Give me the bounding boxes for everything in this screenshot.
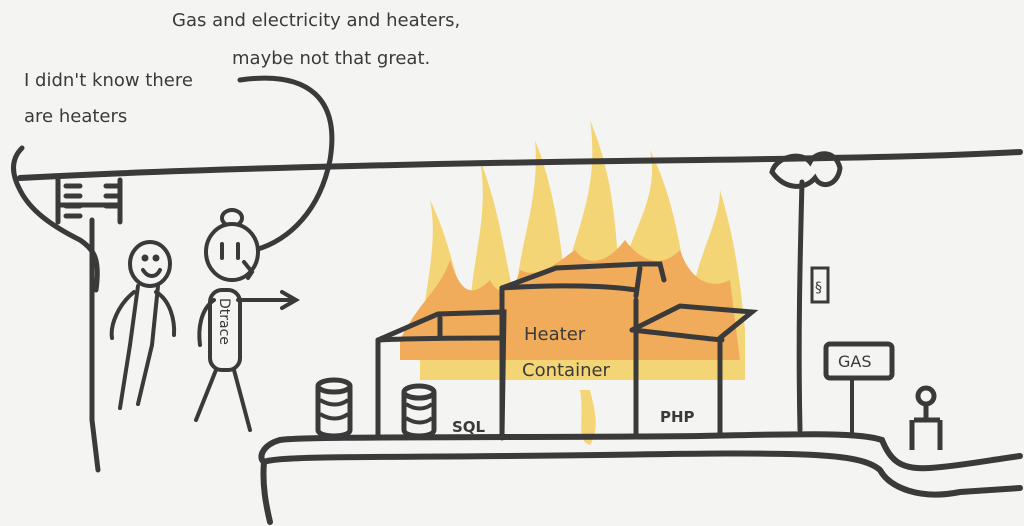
heater-label-line-1: Heater <box>524 324 586 345</box>
heater-container-box <box>499 261 667 441</box>
left-outlet <box>55 177 123 473</box>
database-icon-1 <box>315 377 353 439</box>
gas-sign <box>823 341 895 436</box>
flames <box>400 120 745 445</box>
php-box <box>629 303 759 439</box>
ground-pipe <box>258 431 1023 525</box>
speech-tail <box>237 75 335 253</box>
speech-line-2: maybe not that great. <box>232 48 430 69</box>
right-outlet: § <box>769 151 843 433</box>
stick-figure-left <box>109 240 177 410</box>
ceiling-pipe <box>17 149 1023 181</box>
stick-figure-dtrace <box>194 208 301 432</box>
thought-line-2: are heaters <box>24 106 127 127</box>
thought-line-1: I didn't know there <box>24 70 193 91</box>
database-icon-2 <box>401 383 437 439</box>
svg-text:§: § <box>815 280 822 296</box>
gas-sign-label: GAS <box>838 352 872 371</box>
gas-valve-icon <box>909 385 943 450</box>
sql-label: SQL <box>452 418 486 436</box>
php-label: PHP <box>660 408 695 426</box>
heater-label-line-2: Container <box>522 360 611 381</box>
speech-line-1: Gas and electricity and heaters, <box>172 10 460 31</box>
shirt-label: Dtrace <box>216 298 232 345</box>
